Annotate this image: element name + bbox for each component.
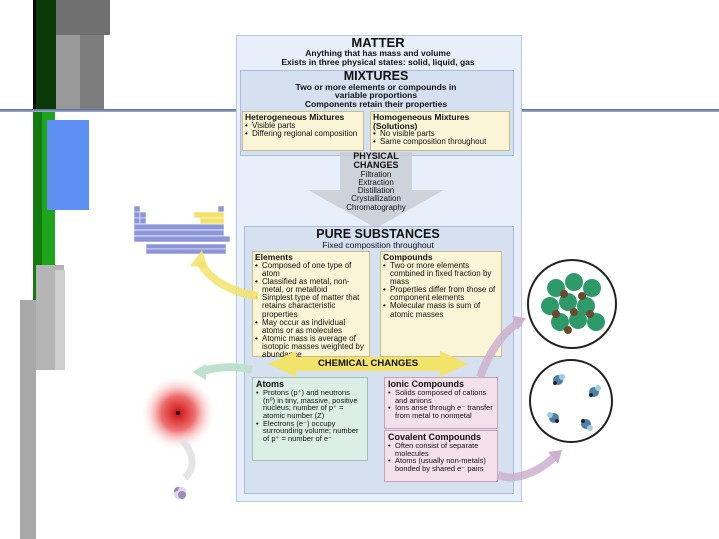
- matter-header: MATTER Anything that has mass and volume…: [236, 35, 520, 67]
- physical-change-item: Extraction: [358, 178, 394, 188]
- atom-icon: [140, 375, 216, 451]
- decor-gray-bar-mid: [56, 35, 80, 110]
- atoms-box: Atoms Protons (p⁺) and neutrons (n⁰) in …: [252, 377, 368, 461]
- list-item: Visible parts: [245, 121, 361, 130]
- list-item: Classified as metal, non-metal, or metal…: [255, 277, 367, 294]
- decor-dark-green-strip: [33, 110, 42, 303]
- heterogeneous-list: Visible parts Differing regional composi…: [245, 121, 361, 138]
- decor-gray-bar-right: [80, 35, 104, 110]
- covalent-box: Covalent Compounds Often consist of sepa…: [384, 430, 498, 482]
- heterogeneous-box: Heterogeneous Mixtures Visible parts Dif…: [242, 111, 364, 151]
- mixtures-line1: Two or more elements or compounds in: [295, 81, 457, 92]
- compounds-box: Compounds Two or more elements combined …: [380, 251, 502, 357]
- physical-change-item: Filtration: [360, 169, 392, 179]
- physical-change-item: Distillation: [357, 186, 395, 196]
- chemical-changes-arrow: [268, 351, 468, 377]
- elements-list: Composed of one type of atom Classified …: [255, 261, 367, 360]
- list-item: Protons (p⁺) and neutrons (n⁰) in tiny, …: [256, 389, 364, 420]
- decor-dark-green-bar: [36, 0, 56, 110]
- covalent-list: Often consist of separate molecules Atom…: [388, 442, 494, 473]
- chemical-changes-label: CHEMICAL CHANGES: [317, 358, 419, 369]
- matter-line2: Exists in three physical states: solid, …: [281, 56, 475, 67]
- physical-change-item: Chromatography: [346, 202, 406, 212]
- matter-title: MATTER: [351, 35, 405, 50]
- homogeneous-box: Homogeneous Mixtures (Solutions) No visi…: [370, 111, 510, 151]
- ionic-crystal-icon: [527, 259, 617, 349]
- decor-gray-top-bar: [56, 0, 110, 35]
- ionic-box: Ionic Compounds Solids composed of catio…: [384, 377, 498, 429]
- molecules-icon: [529, 359, 613, 443]
- physical-change-item: Crystallization: [351, 194, 401, 204]
- physical-changes-title: PHYSICAL CHANGES: [353, 151, 399, 171]
- physical-changes-arrow: [308, 152, 444, 228]
- list-item: Differing regional composition: [245, 129, 361, 138]
- pure-substances-subtitle: Fixed composition throughout: [322, 239, 434, 250]
- homogeneous-list: No visible parts Same composition throug…: [373, 130, 507, 147]
- pure-substances-header: PURE SUBSTANCES Fixed composition throug…: [244, 228, 512, 249]
- mixtures-line3: Components retain their properties: [304, 99, 448, 110]
- list-item: Composed of one type of atom: [255, 261, 367, 278]
- compounds-list: Two or more elements combined in fixed f…: [383, 261, 499, 319]
- list-item: Two or more elements combined in fixed f…: [383, 261, 499, 286]
- list-item: Solids composed of cations and anions: [388, 389, 494, 404]
- atoms-list: Protons (p⁺) and neutrons (n⁰) in tiny, …: [256, 389, 364, 442]
- list-item: Molecular mass is sum of atomic masses: [383, 302, 499, 318]
- ionic-title: Ionic Compounds: [388, 379, 464, 389]
- physical-changes: PHYSICAL CHANGES Filtration Extraction D…: [316, 151, 436, 212]
- list-item: Atoms (usually non-metals) bonded by sha…: [388, 457, 494, 472]
- list-item: May occur as individual atoms or as mole…: [255, 318, 367, 335]
- list-item: Often consist of separate molecules: [388, 442, 494, 457]
- heterogeneous-title: Heterogeneous Mixtures: [245, 112, 345, 122]
- list-item: No visible parts: [373, 130, 507, 139]
- decor-blue-bar: [47, 120, 89, 210]
- nucleus-icon: [174, 487, 186, 499]
- compounds-title: Compounds: [383, 252, 433, 262]
- elements-box: Elements Composed of one type of atom Cl…: [252, 251, 370, 360]
- list-item: Same composition throughout: [373, 138, 507, 147]
- mixtures-line2: variable proportions: [334, 90, 418, 101]
- matter-line1: Anything that has mass and volume: [305, 48, 451, 59]
- pure-substances-title: PURE SUBSTANCES: [316, 227, 440, 241]
- elements-title: Elements: [255, 252, 293, 262]
- decor-light-gray-bar: [55, 270, 65, 370]
- mixtures-header: MIXTURES Two or more elements or compoun…: [240, 70, 512, 109]
- decor-gray-left-bar: [20, 300, 36, 539]
- covalent-title: Covalent Compounds: [388, 432, 482, 442]
- list-item: Atomic mass is average of isotopic masse…: [255, 334, 367, 359]
- atoms-title: Atoms: [256, 379, 285, 389]
- periodic-table-icon: [133, 205, 231, 255]
- list-item: Ions arise through e⁻ transfer from meta…: [388, 404, 494, 419]
- ionic-list: Solids composed of cations and anions Io…: [388, 389, 494, 420]
- list-item: Electrons (e⁻) occupy surrounding volume…: [256, 419, 364, 443]
- homogeneous-title: Homogeneous Mixtures (Solutions): [373, 112, 470, 131]
- list-item: Properties differ from those of componen…: [383, 285, 499, 302]
- mixtures-title: MIXTURES: [343, 69, 409, 83]
